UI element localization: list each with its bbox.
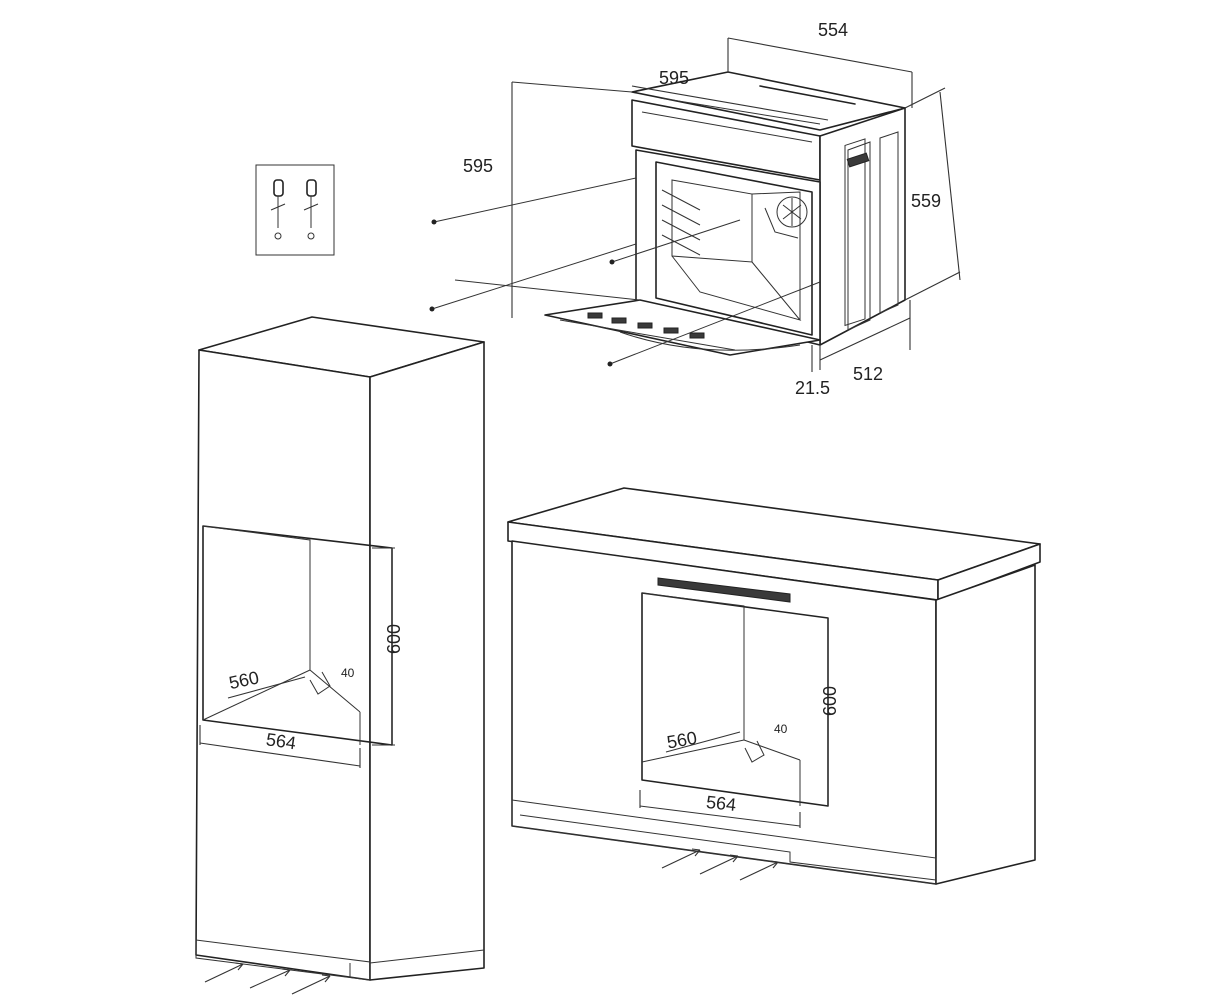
dim-undercounter-600: 600 bbox=[820, 686, 840, 716]
dim-oven-512: 512 bbox=[853, 364, 883, 384]
dim-oven-559: 559 bbox=[911, 191, 941, 211]
dim-column-600: 600 bbox=[384, 624, 404, 654]
airflow-arrows bbox=[204, 962, 331, 995]
column-cabinet bbox=[195, 316, 485, 995]
dim-undercounter-564: 564 bbox=[705, 792, 737, 815]
screw-kit-box bbox=[255, 164, 335, 256]
airflow-arrows-undercounter bbox=[661, 848, 779, 881]
dim-column-564: 564 bbox=[265, 729, 298, 753]
dim-undercounter-40: 40 bbox=[774, 722, 788, 736]
dim-oven-554: 554 bbox=[818, 20, 848, 40]
oven-unit bbox=[429, 71, 906, 367]
dim-column-40: 40 bbox=[341, 666, 355, 680]
oven-dimensions bbox=[511, 37, 961, 372]
undercounter-cabinet bbox=[507, 487, 1041, 885]
dim-oven-21-5: 21.5 bbox=[795, 378, 830, 398]
dim-oven-595-height: 595 bbox=[463, 156, 493, 176]
dim-oven-595-width: 595 bbox=[659, 68, 689, 88]
